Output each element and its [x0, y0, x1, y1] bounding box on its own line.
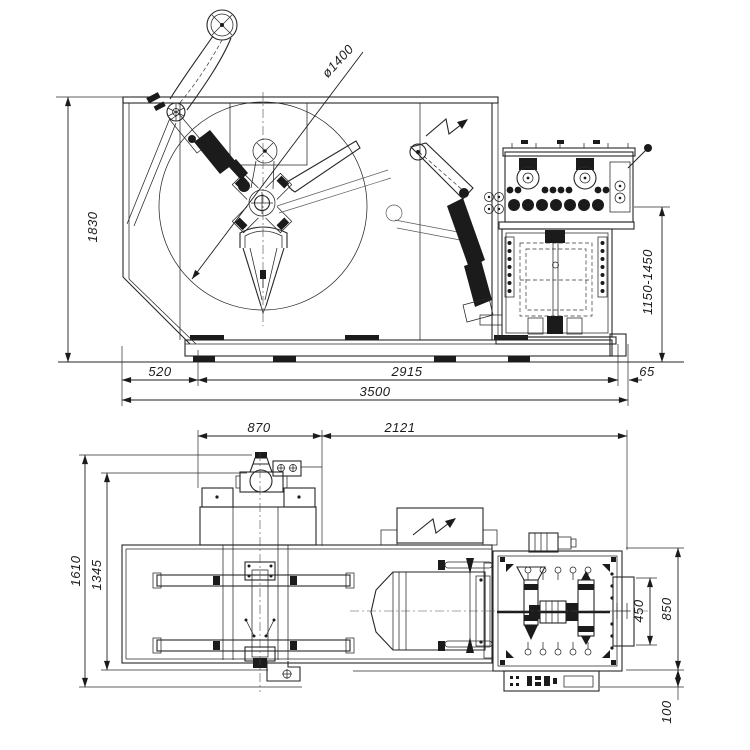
decoiler-frame [122, 96, 499, 345]
exit-table [612, 576, 635, 647]
plan-decoiler [152, 452, 355, 692]
strip-direction-arrow-front [425, 117, 468, 137]
dim-coil-diameter: ø1400 [319, 41, 357, 80]
front-dimensions: 1830 ø1400 1150-1450 520 2915 65 3500 [56, 41, 670, 406]
dim-passline-range: 1150-1450 [640, 249, 655, 315]
dim-plan-a: 870 [247, 420, 270, 435]
mandrel-hub [231, 172, 293, 234]
dim-machine-depth: 850 [659, 597, 674, 620]
straightener-elevation [495, 140, 652, 345]
keeper-wedge [286, 140, 361, 193]
dim-front-a: 520 [148, 364, 171, 379]
dim-panel-depth: 100 [659, 700, 674, 723]
peeler-arm [276, 142, 503, 326]
dim-plan-depth-inner: 1345 [89, 559, 104, 590]
press-wheel [238, 180, 250, 192]
front-view: 1830 ø1400 1150-1450 520 2915 65 3500 [56, 9, 684, 406]
swing-arm [126, 9, 250, 227]
dim-plan-b: 2121 [384, 420, 416, 435]
entry-guide-rollers [484, 192, 504, 214]
dim-exit-width: 450 [631, 599, 646, 622]
frame-panel [229, 102, 308, 166]
cone-support [239, 226, 288, 315]
control-panel [503, 670, 600, 692]
dim-plan-depth-total: 1610 [68, 555, 83, 586]
plan-view: 870 2121 1610 1345 450 850 100 [68, 420, 684, 724]
snubber-roller [250, 138, 278, 190]
dim-front-b: 2915 [391, 364, 423, 379]
dim-front-total: 3500 [360, 384, 391, 399]
dim-front-height: 1830 [85, 211, 100, 242]
plan-base-band [121, 544, 493, 672]
plan-entry-guides [438, 558, 493, 653]
plan-straightener [350, 532, 648, 692]
base-rail [184, 333, 627, 362]
strip-box [380, 507, 498, 546]
plan-dimensions: 870 2121 1610 1345 450 850 100 [68, 420, 684, 724]
dim-front-c: 65 [639, 364, 655, 379]
